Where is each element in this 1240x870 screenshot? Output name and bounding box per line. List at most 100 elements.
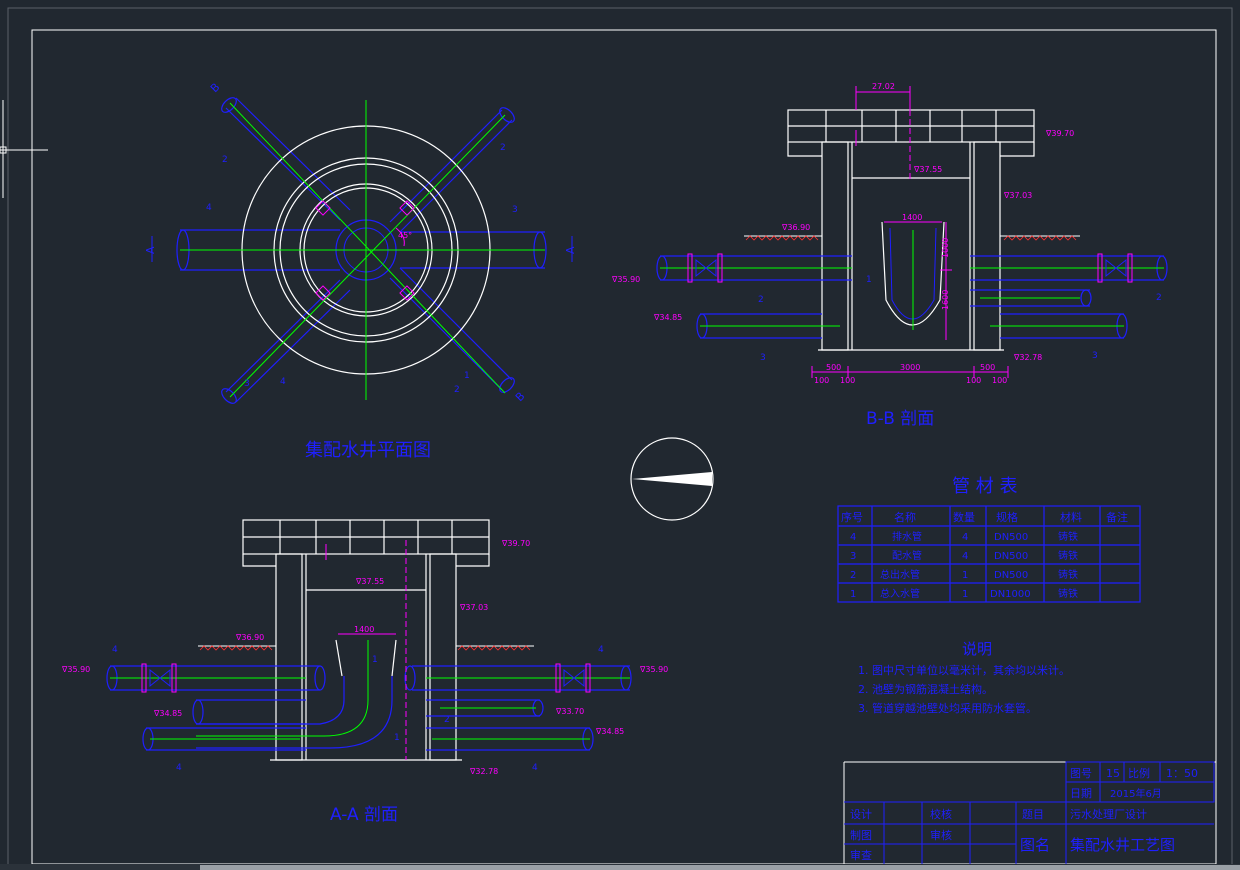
- table-cell: DN500: [994, 532, 1028, 543]
- tb-project: 污水处理厂设计: [1070, 808, 1147, 821]
- table-cell: 1: [962, 589, 968, 600]
- table-cell: DN500: [994, 570, 1028, 581]
- aa-pipe-label: 1: [394, 733, 400, 743]
- aa-el-pipe-left: ∇35.90: [61, 665, 90, 674]
- bb-dim-upper: 1000: [941, 238, 950, 258]
- notes: 说明 1. 图中尺寸单位以毫米计，其余均以米计。 2. 池壁为钢筋混凝土结构。 …: [858, 640, 1070, 715]
- tb-figure-label: 图名: [1020, 836, 1050, 854]
- bb-el-pipe-left: ∇35.90: [611, 275, 640, 284]
- aa-el-lower-right: ∇34.85: [595, 727, 624, 736]
- plan-pipe-label: 2: [454, 385, 460, 395]
- bb-el-ground: ∇36.90: [781, 223, 810, 232]
- aa-pipe-label: 4: [176, 763, 182, 773]
- plan-pipe-label: 1: [464, 371, 470, 381]
- tb-figure: 集配水井工艺图: [1070, 836, 1175, 854]
- plan-section-mark: B: [513, 390, 528, 405]
- notes-title: 说明: [962, 640, 992, 658]
- table-cell: 2: [850, 570, 856, 581]
- tb-scale: 1：50: [1166, 767, 1198, 780]
- table-cell: 排水管: [892, 530, 922, 543]
- section-bb-title: B-B 剖面: [866, 409, 934, 429]
- aa-el-ground: ∇36.90: [235, 633, 264, 642]
- table-cell: 3: [850, 551, 856, 562]
- tb-drawing-no: 15: [1106, 767, 1120, 780]
- bb-dim-bottom2: 100: [840, 376, 855, 385]
- table-cell: 1: [850, 589, 856, 600]
- bb-dim-bottom2: 100: [966, 376, 981, 385]
- plan-section-mark: A: [144, 246, 157, 254]
- aa-el-lower-left: ∇34.85: [153, 709, 182, 718]
- aa-el-water: ∇37.55: [355, 577, 384, 586]
- aa-pipe-label: 4: [598, 645, 604, 655]
- aa-el-top: ∇39.70: [501, 539, 530, 548]
- plan-pipe-label: 2: [500, 143, 506, 153]
- table-cell: DN500: [994, 551, 1028, 562]
- horizontal-scrollbar[interactable]: [0, 864, 1240, 870]
- table-cell: 铸铁: [1058, 549, 1078, 562]
- tb-design-label: 设计: [850, 808, 872, 821]
- bb-top-width: 27.02: [872, 82, 895, 91]
- plan-section-mark: A: [564, 246, 577, 254]
- table-header: 序号: [841, 510, 863, 524]
- title-block: 图号 15 比例 1：50 日期 2015年6月 设计 校核 制图 审核 审查 …: [843, 761, 1216, 864]
- table-header: 备注: [1106, 510, 1128, 524]
- bb-dim-lower: 1600: [941, 290, 950, 310]
- bb-dim-bottom: 500: [826, 363, 841, 372]
- plan-view: 45° B B A A 2 2 4 3 3 4 2 1 集配水井平面图: [144, 81, 577, 461]
- tb-project-label: 题目: [1022, 808, 1044, 821]
- table-header: 数量: [953, 511, 975, 524]
- table-cell: 4: [850, 532, 856, 543]
- tb-review-label: 审核: [930, 828, 952, 842]
- aa-el-water-right: ∇37.03: [459, 603, 488, 612]
- bb-pipe-label: 3: [760, 353, 766, 363]
- plan-angle-label: 45°: [398, 231, 412, 240]
- table-cell: 总出水管: [880, 568, 920, 581]
- tb-scale-label: 比例: [1128, 766, 1150, 780]
- table-cell: 4: [962, 532, 968, 543]
- bb-dim-bottom: 3000: [900, 363, 920, 372]
- table-cell: 配水管: [892, 549, 922, 562]
- bb-pipe-label: 2: [758, 295, 764, 305]
- scrollbar-thumb[interactable]: [200, 865, 1240, 870]
- bb-el-top: ∇39.70: [1045, 129, 1074, 138]
- table-cell: DN1000: [990, 589, 1031, 600]
- notes-item: 3. 管道穿越池壁处均采用防水套管。: [858, 701, 1037, 715]
- notes-item: 2. 池壁为钢筋混凝土结构。: [858, 682, 993, 696]
- aa-el-bottom: ∇32.78: [469, 767, 498, 776]
- table-cell: 铸铁: [1058, 530, 1078, 543]
- table-header: 材料: [1060, 510, 1082, 524]
- bb-pipe-label: 2: [1156, 293, 1162, 303]
- bb-dim-bottom2: 100: [992, 376, 1007, 385]
- bb-el-bottom: ∇32.78: [1013, 353, 1042, 362]
- aa-el-bottom-right: ∇33.70: [555, 707, 584, 716]
- bb-dim-bottom: 500: [980, 363, 995, 372]
- aa-el-pipe-right: ∇35.90: [639, 665, 668, 674]
- plan-section-mark: B: [208, 81, 223, 96]
- table-header: 名称: [894, 510, 916, 524]
- bb-pipe-label: 3: [1092, 351, 1098, 361]
- section-bb: 27.02 1400 1000 1600 500 3000 500 100 10…: [611, 82, 1168, 429]
- table-cell: 总入水管: [880, 587, 920, 600]
- tb-drawing-no-label: 图号: [1070, 767, 1092, 780]
- aa-pipe-label: 2: [444, 715, 450, 725]
- tb-audit-label: 审查: [850, 848, 872, 862]
- bb-dim-bottom2: 100: [814, 376, 829, 385]
- crosshair-cursor: [0, 100, 48, 198]
- material-table-title: 管 材 表: [952, 476, 1017, 497]
- plan-pipe-label: 4: [280, 377, 286, 387]
- table-cell: 1: [962, 570, 968, 581]
- tb-draw-label: 制图: [850, 829, 872, 842]
- table-cell: 铸铁: [1058, 568, 1078, 581]
- table-cell: 4: [962, 551, 968, 562]
- tb-date: 2015年6月: [1110, 787, 1162, 800]
- plan-pipe-label: 2: [222, 155, 228, 165]
- bb-el-water: ∇37.55: [913, 165, 942, 174]
- bb-el-lower-left: ∇34.85: [653, 313, 682, 322]
- section-aa-title: A-A 剖面: [330, 805, 398, 825]
- aa-pipe-label: 4: [532, 763, 538, 773]
- table-header: 规格: [996, 510, 1018, 524]
- bb-el-water-right: ∇37.03: [1003, 191, 1032, 200]
- north-arrow: [630, 437, 714, 521]
- plan-pipe-label: 3: [244, 379, 250, 389]
